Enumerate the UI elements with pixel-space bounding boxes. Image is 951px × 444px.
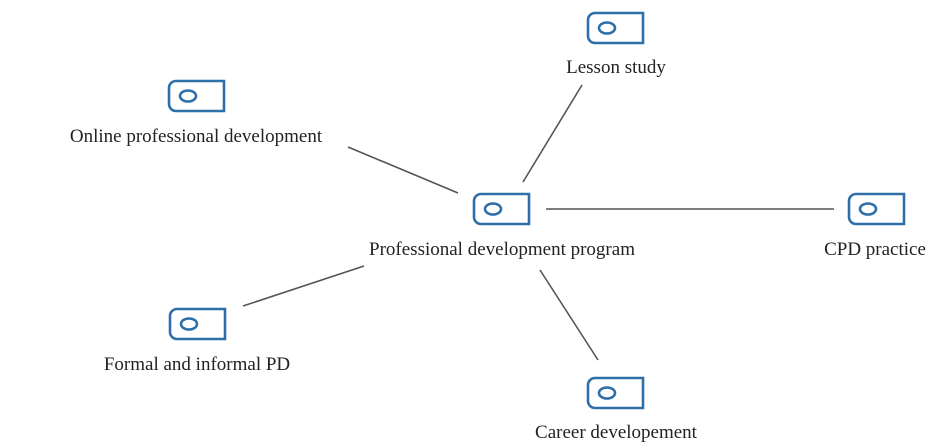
node-career-development[interactable]: Career developement <box>535 376 698 443</box>
edges <box>242 84 834 361</box>
node-formal-informal-pd[interactable]: Formal and informal PD <box>104 307 290 375</box>
edge-program-lesson-study <box>522 84 583 183</box>
code-icon <box>847 192 906 226</box>
node-cpd-practice[interactable]: CPD practice <box>824 192 926 260</box>
node-online-pd[interactable]: Online professional development <box>70 79 323 147</box>
code-icon <box>167 79 226 113</box>
node-label: CPD practice <box>824 239 926 260</box>
node-pd-program[interactable]: Professional development program <box>369 192 635 260</box>
node-label: Career developement <box>535 422 698 443</box>
code-icon <box>586 11 645 45</box>
node-label: Formal and informal PD <box>104 354 290 375</box>
code-icon <box>586 376 645 410</box>
code-icon <box>168 307 227 341</box>
node-label: Professional development program <box>369 239 635 260</box>
node-label: Lesson study <box>566 57 666 78</box>
node-lesson-study[interactable]: Lesson study <box>566 11 666 78</box>
edge-program-formal-informal-pd <box>242 265 365 307</box>
edge-program-online-pd <box>347 146 459 194</box>
node-label: Online professional development <box>70 126 323 147</box>
code-icon <box>472 192 531 226</box>
edge-program-career-development <box>539 269 599 361</box>
